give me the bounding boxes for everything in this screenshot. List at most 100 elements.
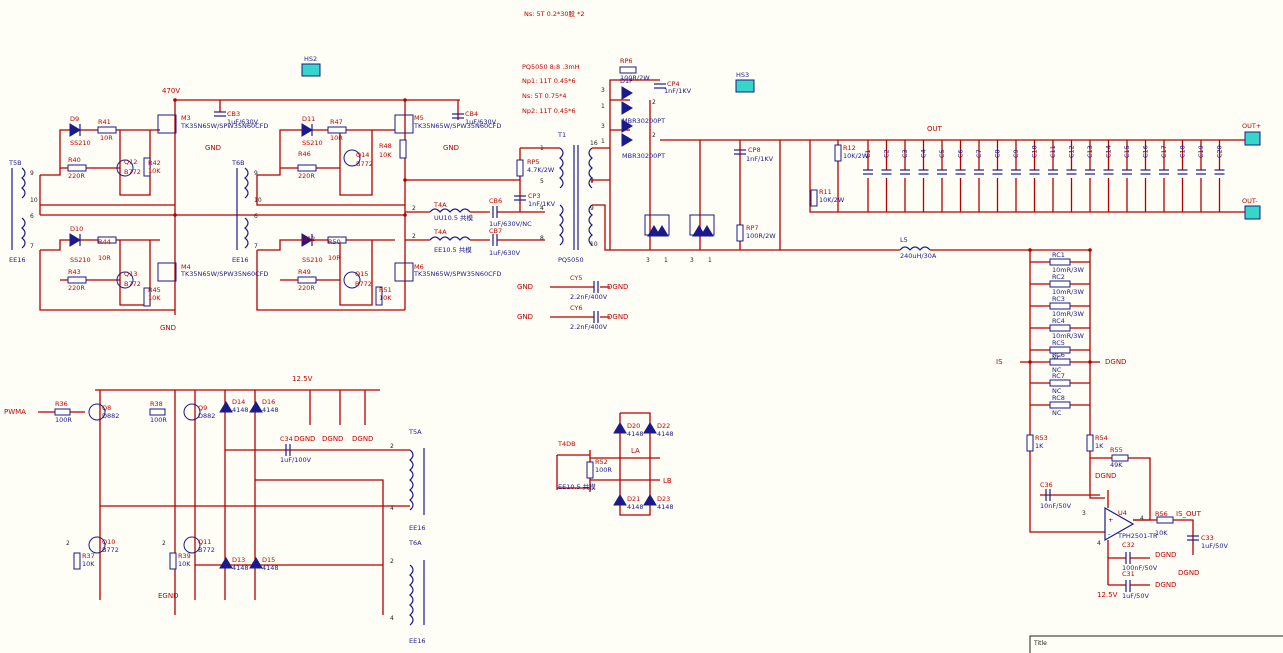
output-capacitor-c1[interactable]: C1	[863, 140, 873, 212]
output-capacitor-c4[interactable]: C4	[918, 140, 929, 212]
transformer-t5b[interactable]: T5B EE16 910 67	[8, 159, 38, 264]
output-capacitor-c2[interactable]: C2	[881, 140, 892, 212]
transformer-t6b[interactable]: T6B EE16 910 67	[231, 159, 262, 264]
opamp-u4[interactable]: +- U4 TPH2501-TR 344	[1082, 506, 1158, 547]
output-capacitor-c6[interactable]: C6	[955, 140, 966, 212]
transformer-t1[interactable]: T1 PQ5050 15 48 169 910	[540, 131, 598, 264]
output-capacitor-c17[interactable]: C17	[1159, 140, 1169, 212]
output-capacitor-c10[interactable]: C10	[1029, 140, 1040, 212]
output-capacitor-c18[interactable]: C18	[1177, 140, 1188, 212]
heatsink-hs2[interactable]	[301, 63, 321, 77]
output-capacitor-c11[interactable]: C11	[1048, 140, 1058, 212]
output-capacitor-c9[interactable]: C9	[1011, 140, 1021, 212]
output-capacitor-c20[interactable]: C20	[1214, 140, 1225, 212]
output-capacitor-c13[interactable]: C13	[1085, 140, 1095, 212]
output-capacitor-c7[interactable]: C7	[974, 140, 984, 212]
output-capacitor-c14[interactable]: C14	[1103, 140, 1114, 212]
output-capacitor-c3[interactable]: C3	[900, 140, 910, 212]
output-terminal-plus[interactable]	[1244, 131, 1261, 146]
output-capacitor-c8[interactable]: C8	[992, 140, 1003, 212]
output-terminal-minus[interactable]	[1244, 205, 1261, 220]
output-capacitor-c5[interactable]: C5	[937, 140, 947, 212]
heatsink-hs3[interactable]	[735, 79, 755, 93]
output-capacitor-c19[interactable]: C19	[1196, 140, 1206, 212]
output-capacitor-c16[interactable]: C16	[1140, 140, 1151, 212]
